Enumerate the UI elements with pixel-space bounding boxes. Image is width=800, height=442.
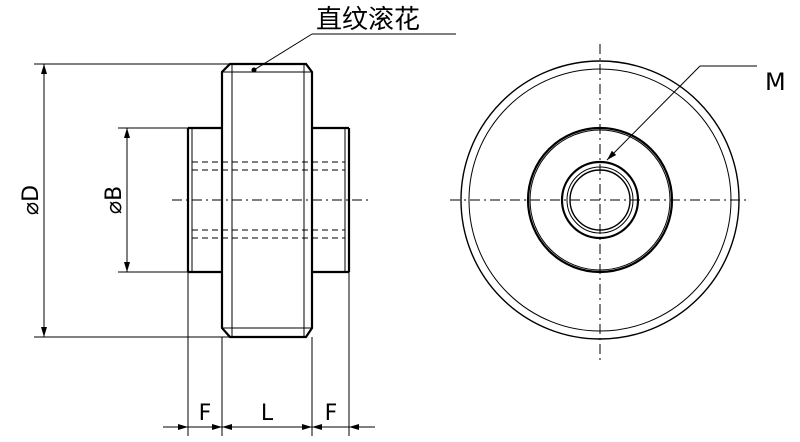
- bore-inner: [569, 169, 631, 231]
- dim-f-right-label: F: [325, 401, 338, 426]
- bore-thread: [566, 166, 634, 234]
- bottom-extension-lines: [187, 272, 350, 436]
- front-view: M: [450, 44, 786, 360]
- knurl-callout: [251, 33, 456, 73]
- hub-circle: [526, 126, 674, 274]
- outer-chamfer: [468, 68, 732, 332]
- dimension-b: [118, 127, 188, 273]
- hub-chamfer: [529, 129, 671, 271]
- left-hub: [186, 126, 222, 274]
- wheel-body: [220, 62, 314, 339]
- dim-d-label: ⌀D: [19, 185, 44, 215]
- outer-rim: [460, 60, 740, 340]
- side-view: ⌀D ⌀B F L F: [19, 5, 456, 436]
- dim-f-left-label: F: [199, 401, 212, 426]
- knurl-callout-text: 直纹滚花: [316, 5, 420, 35]
- thread-callout: [606, 65, 757, 161]
- hidden-bore: [192, 161, 345, 239]
- bore-outer: [560, 160, 640, 240]
- dimension-d: [34, 63, 230, 338]
- dim-b-label: ⌀B: [102, 186, 127, 214]
- right-hub: [312, 126, 351, 274]
- thread-callout-text: M: [765, 68, 786, 96]
- dim-l-label: L: [261, 401, 274, 426]
